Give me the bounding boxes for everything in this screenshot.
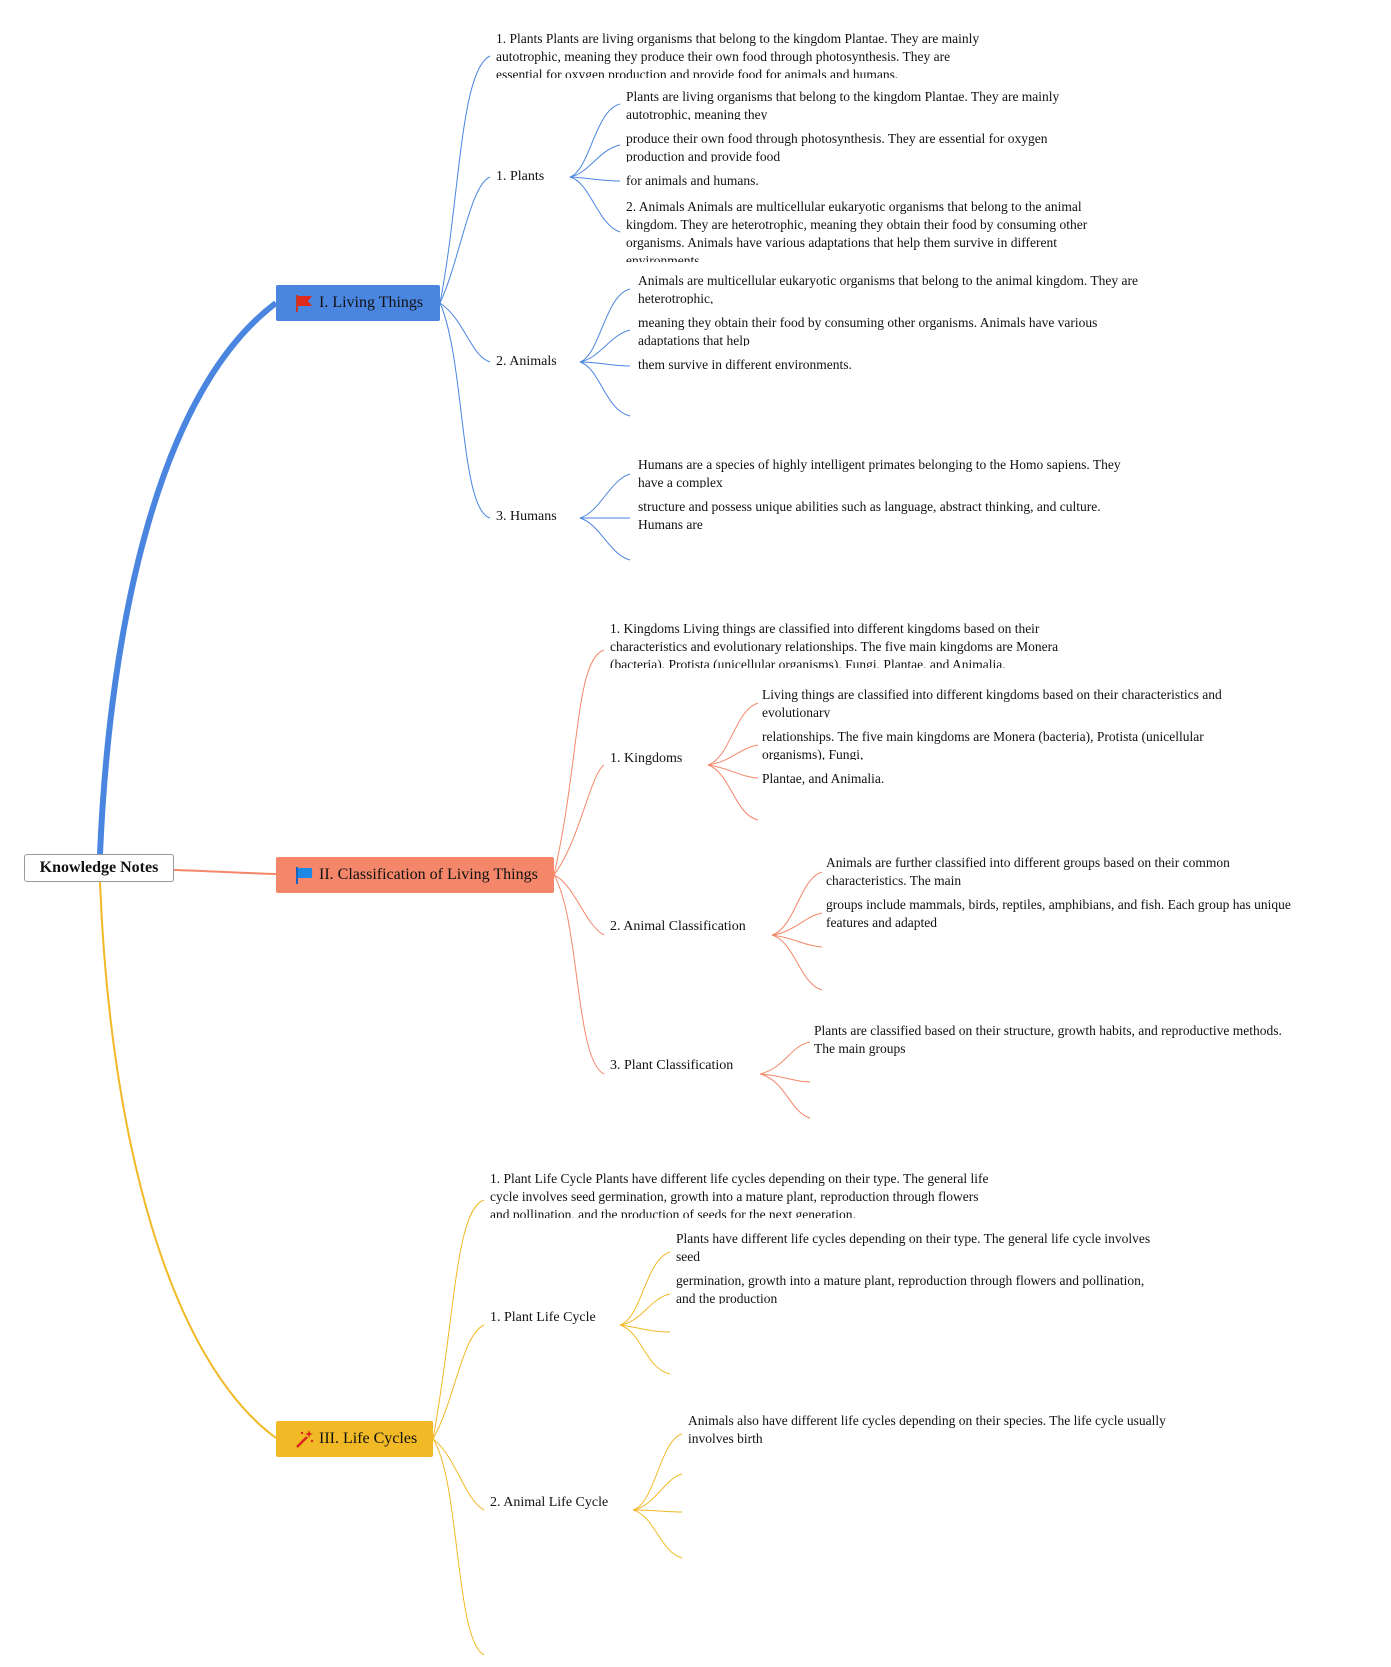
- edge-life-extra: [432, 1438, 485, 1656]
- note-text: 2. Animals Animals are multicellular euk…: [626, 199, 1088, 262]
- edge-life-plant: [432, 1324, 485, 1440]
- note-text: structure and possess unique abilities s…: [638, 499, 1101, 532]
- edge-class-plant: [553, 874, 605, 1075]
- blue-flag-icon: [294, 865, 314, 885]
- edge-class-summary: [553, 649, 605, 876]
- edge-plants-note: [569, 144, 621, 178]
- note-text: Plantae, and Animalia.: [762, 771, 885, 786]
- topic-animal-life-cycle[interactable]: 2. Animal Life Cycle: [490, 1495, 609, 1510]
- edge-plants-note: [569, 176, 621, 233]
- edge-living-humans: [439, 302, 491, 519]
- edge-humans-note: [579, 473, 631, 519]
- edge-humans-note: [579, 517, 631, 561]
- edge-kingdoms-note: [707, 744, 759, 766]
- topic-plant-classification[interactable]: 3. Plant Classification: [610, 1058, 734, 1073]
- topic-humans[interactable]: 3. Humans: [496, 509, 557, 524]
- edge-living-summary: [439, 55, 491, 304]
- topic-kingdoms[interactable]: 1. Kingdoms: [610, 751, 683, 766]
- note-text: Plants have different life cycles depend…: [676, 1231, 1151, 1264]
- note-text: for animals and humans.: [626, 173, 759, 188]
- edge-animals-note: [579, 329, 631, 363]
- edge-animallife-note: [632, 1509, 683, 1513]
- note-text: germination, growth into a mature plant,…: [676, 1273, 1145, 1304]
- edge-living-plants: [439, 176, 491, 304]
- note-text: Animals are multicellular eukaryotic org…: [638, 273, 1138, 304]
- edge-root-lifecycle: [99, 881, 277, 1439]
- edge-root-classification: [173, 869, 277, 875]
- note-text: groups include mammals, birds, reptiles,…: [826, 897, 1291, 930]
- note-text: Plants are living organisms that belong …: [626, 89, 1060, 120]
- summary-text: 1. Plant Life Cycle Plants have differen…: [490, 1171, 989, 1218]
- branch-label: III. Life Cycles: [319, 1430, 418, 1447]
- branch-classification[interactable]: II. Classification of Living Things: [276, 857, 554, 893]
- note-text: Animals also have different life cycles …: [688, 1413, 1166, 1446]
- edge-class-kingdoms: [553, 764, 605, 876]
- summary-text: 1. Kingdoms Living things are classified…: [610, 621, 1059, 668]
- edge-plantlife-note: [619, 1324, 671, 1375]
- edge-animalclass-note: [771, 934, 823, 991]
- note-text: Plants are classified based on their str…: [814, 1023, 1282, 1056]
- edge-living-animals: [439, 302, 491, 363]
- edge-class-animal: [553, 874, 605, 936]
- magic-wand-icon: [294, 1429, 314, 1449]
- edge-plantlife-note: [619, 1251, 671, 1326]
- branch-life-cycles[interactable]: III. Life Cycles: [276, 1421, 433, 1457]
- edge-animallife-note: [632, 1473, 683, 1511]
- red-flag-icon: [294, 293, 314, 313]
- edge-plantlife-note: [619, 1293, 671, 1326]
- note-text: relationships. The five main kingdoms ar…: [762, 729, 1204, 760]
- edge-animallife-note: [632, 1433, 683, 1511]
- edge-plantlife-note: [619, 1324, 671, 1333]
- note-text: Living things are classified into differ…: [762, 687, 1222, 718]
- edge-animals-note: [579, 361, 631, 367]
- topic-animal-classification[interactable]: 2. Animal Classification: [610, 919, 746, 934]
- note-text: Humans are a species of highly intellige…: [638, 457, 1121, 488]
- root-node[interactable]: Knowledge Notes: [24, 854, 174, 882]
- edge-root-living: [97, 300, 278, 855]
- edge-plants-note: [569, 176, 621, 182]
- edge-life-summary: [432, 1199, 485, 1440]
- edge-plants-note: [569, 103, 621, 178]
- note-text: meaning they obtain their food by consum…: [638, 315, 1098, 346]
- edge-life-animal: [432, 1438, 485, 1511]
- edge-kingdoms-note: [707, 764, 759, 779]
- topic-plants[interactable]: 1. Plants: [496, 169, 545, 184]
- branch-label: II. Classification of Living Things: [319, 866, 538, 883]
- edge-plantclass-note: [759, 1073, 811, 1119]
- edge-animalclass-note: [771, 934, 823, 948]
- summary-text: 1. Plants Plants are living organisms th…: [496, 31, 980, 78]
- topic-plant-life-cycle[interactable]: 1. Plant Life Cycle: [490, 1310, 596, 1325]
- note-text: Animals are further classified into diff…: [826, 855, 1230, 888]
- note-text: them survive in different environments.: [638, 357, 852, 372]
- edge-plantclass-note: [759, 1073, 811, 1083]
- edge-animals-note: [579, 288, 631, 363]
- edge-kingdoms-note: [707, 764, 759, 821]
- note-text: produce their own food through photosynt…: [626, 131, 1048, 162]
- edge-kingdoms-note: [707, 702, 759, 766]
- topic-animals[interactable]: 2. Animals: [496, 354, 557, 369]
- edge-animalclass-note: [771, 871, 823, 936]
- edge-animalclass-note: [771, 912, 823, 936]
- edge-plantclass-note: [759, 1041, 811, 1075]
- edge-animals-note: [579, 361, 631, 417]
- branch-label: I. Living Things: [319, 294, 424, 311]
- edge-animallife-note: [632, 1509, 683, 1559]
- branch-living-things[interactable]: I. Living Things: [276, 285, 440, 321]
